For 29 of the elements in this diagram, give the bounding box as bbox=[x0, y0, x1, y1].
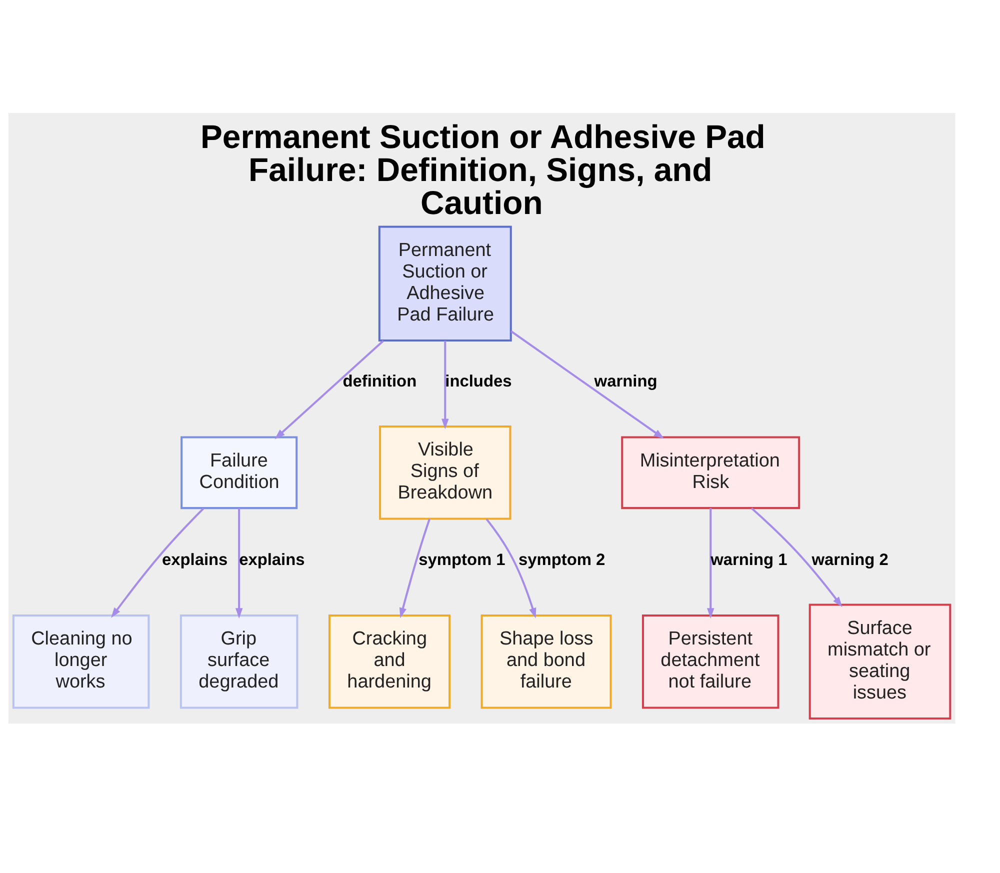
node-box: Permanent Suction or Adhesive Pad Failure bbox=[378, 226, 512, 342]
edge-label: symptom 2 bbox=[518, 550, 606, 569]
node-box: Cracking and hardening bbox=[328, 614, 451, 709]
node-box: Visible Signs of Breakdown bbox=[379, 426, 512, 520]
node-box: Misinterpretation Risk bbox=[621, 436, 800, 510]
diagram-title: Permanent Suction or Adhesive Pad Failure: Definition, Signs, and Caution bbox=[200, 118, 766, 221]
node-box: Failure Condition bbox=[180, 436, 298, 510]
edge-label: explains bbox=[162, 550, 228, 569]
edge-label: symptom 1 bbox=[418, 550, 506, 569]
edge-label: warning 2 bbox=[812, 550, 888, 569]
edge-label: explains bbox=[239, 550, 305, 569]
edge-label: warning 1 bbox=[710, 550, 788, 569]
arrow bbox=[111, 508, 204, 618]
node-box: Persistent detachment not failure bbox=[642, 614, 780, 709]
arrow bbox=[274, 340, 384, 440]
node-box: Grip surface degraded bbox=[180, 614, 298, 709]
arrow bbox=[399, 518, 430, 618]
arrow bbox=[235, 508, 243, 619]
arrow bbox=[486, 518, 536, 618]
arrow bbox=[442, 340, 449, 430]
edge-label: includes bbox=[445, 372, 512, 391]
arrow bbox=[510, 330, 664, 439]
edge-label: warning bbox=[594, 372, 658, 391]
node-box: Cleaning no longer works bbox=[12, 614, 150, 709]
arrow bbox=[750, 508, 842, 608]
node-box: Surface mismatch or seating issues bbox=[808, 604, 952, 720]
arrow bbox=[706, 508, 714, 619]
edge-label: definition bbox=[342, 372, 417, 391]
node-box: Shape loss and bond failure bbox=[480, 614, 612, 709]
